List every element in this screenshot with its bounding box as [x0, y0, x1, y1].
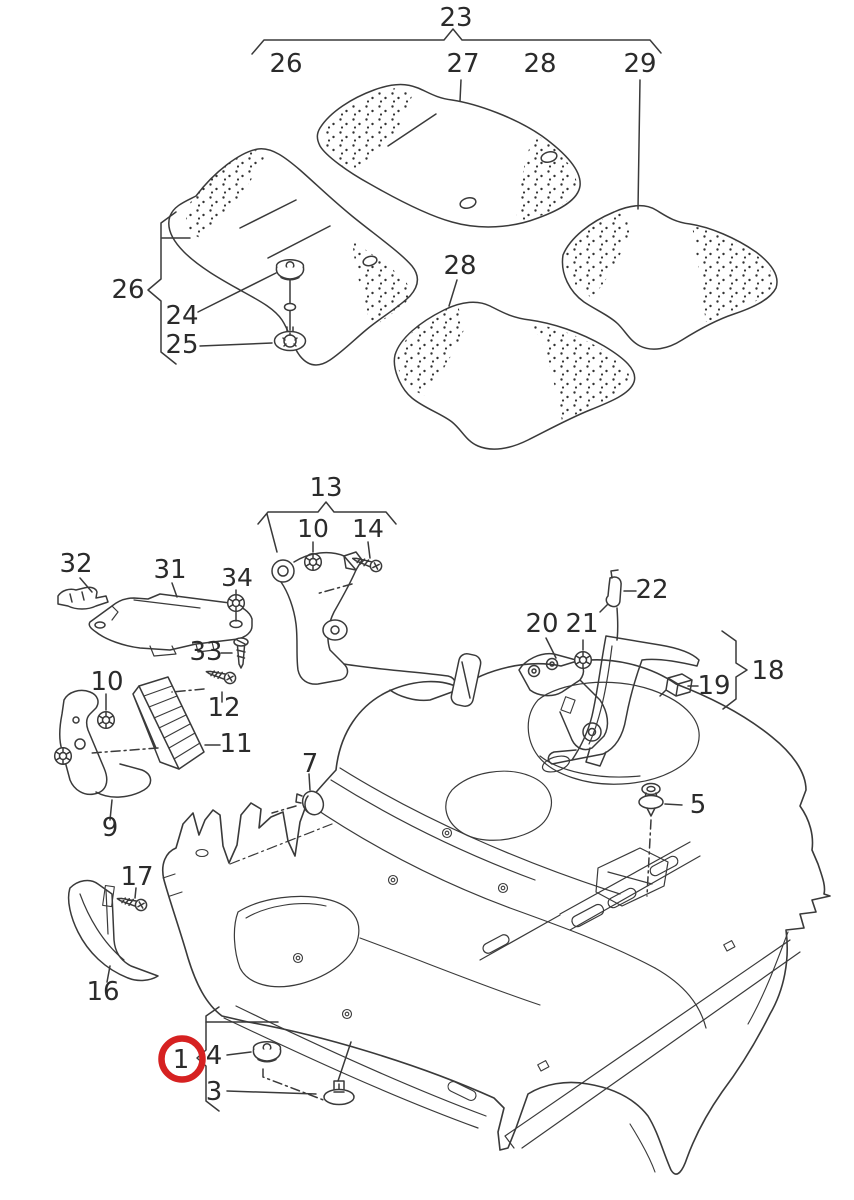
highlight-circle-part-1	[158, 1035, 206, 1083]
callout-10-left: 10	[90, 667, 123, 697]
screw-12	[171, 665, 238, 703]
floor-mat-29	[561, 205, 778, 350]
bracket-9	[53, 689, 152, 821]
callout-28-top: 28	[523, 49, 556, 79]
callout-3: 3	[206, 1077, 223, 1107]
callout-13: 13	[309, 473, 342, 503]
clip-32	[57, 577, 109, 610]
nut-icon	[96, 710, 116, 730]
callout-32: 32	[59, 549, 92, 579]
fastener-3	[226, 1041, 355, 1106]
floor-mat-28	[393, 301, 636, 450]
callout-21: 21	[565, 609, 598, 639]
callout-23: 23	[439, 3, 472, 33]
callout-4: 4	[206, 1041, 223, 1071]
callout-20: 20	[525, 609, 558, 639]
fastener-24	[197, 258, 305, 331]
callout-17: 17	[120, 862, 153, 892]
callout-26-side: 26	[111, 275, 144, 305]
callout-7: 7	[302, 749, 319, 779]
nut-34	[226, 589, 246, 622]
screw-icon	[115, 892, 149, 913]
callout-31: 31	[153, 555, 186, 585]
nut-10-left	[96, 693, 116, 730]
fastener-4	[226, 1040, 335, 1105]
callout-9: 9	[102, 813, 119, 843]
trim-16	[67, 879, 159, 983]
grommet-icon	[252, 1040, 282, 1063]
clip-22	[599, 569, 637, 641]
floor-mat-26	[168, 148, 419, 366]
callout-29: 29	[623, 49, 656, 79]
callout-27: 27	[446, 49, 479, 79]
callout-18: 18	[751, 656, 784, 686]
nut-icon	[226, 593, 246, 613]
callout-1-highlighted: 1	[173, 1045, 190, 1075]
screw-17	[115, 887, 149, 913]
callout-12: 12	[207, 693, 240, 723]
footrest-11	[91, 676, 221, 770]
callout-11: 11	[219, 729, 252, 759]
screw-33	[220, 637, 249, 669]
callout-26-top: 26	[269, 49, 302, 79]
callout-28-mat: 28	[443, 251, 476, 281]
callout-33: 33	[189, 637, 222, 667]
plate-31	[88, 582, 253, 657]
callout-19: 19	[697, 671, 730, 701]
callout-34: 34	[221, 563, 253, 592]
screw-icon	[204, 665, 238, 686]
nut-icon	[573, 650, 593, 670]
floor-mat-27	[316, 83, 581, 228]
line-art	[53, 28, 831, 1175]
clip-5	[638, 782, 683, 897]
callout-25: 25	[165, 330, 198, 360]
callout-22: 22	[635, 575, 668, 605]
trim-panel-rear	[547, 635, 700, 765]
callout-14: 14	[352, 514, 384, 543]
callouts: 23 26 27 28 29 26 24 25 28 13 10 14 32 3…	[59, 3, 784, 1107]
callout-10-top: 10	[297, 514, 329, 543]
bracket-26	[147, 211, 191, 365]
mat-set-bracket	[251, 28, 662, 307]
grommet-icon	[275, 258, 305, 281]
carpet-main	[161, 659, 831, 1175]
bracket-18	[721, 630, 748, 710]
callout-16: 16	[86, 977, 119, 1007]
callout-5: 5	[690, 790, 707, 820]
fastener-25	[199, 326, 307, 352]
part-1-bracket	[196, 1006, 279, 1112]
nut-21	[573, 639, 593, 670]
nut-icon	[53, 746, 73, 766]
plug-7	[271, 773, 325, 816]
clip-19	[659, 673, 699, 697]
callout-24: 24	[165, 301, 198, 331]
pedal-bracket-13-group	[257, 501, 482, 707]
